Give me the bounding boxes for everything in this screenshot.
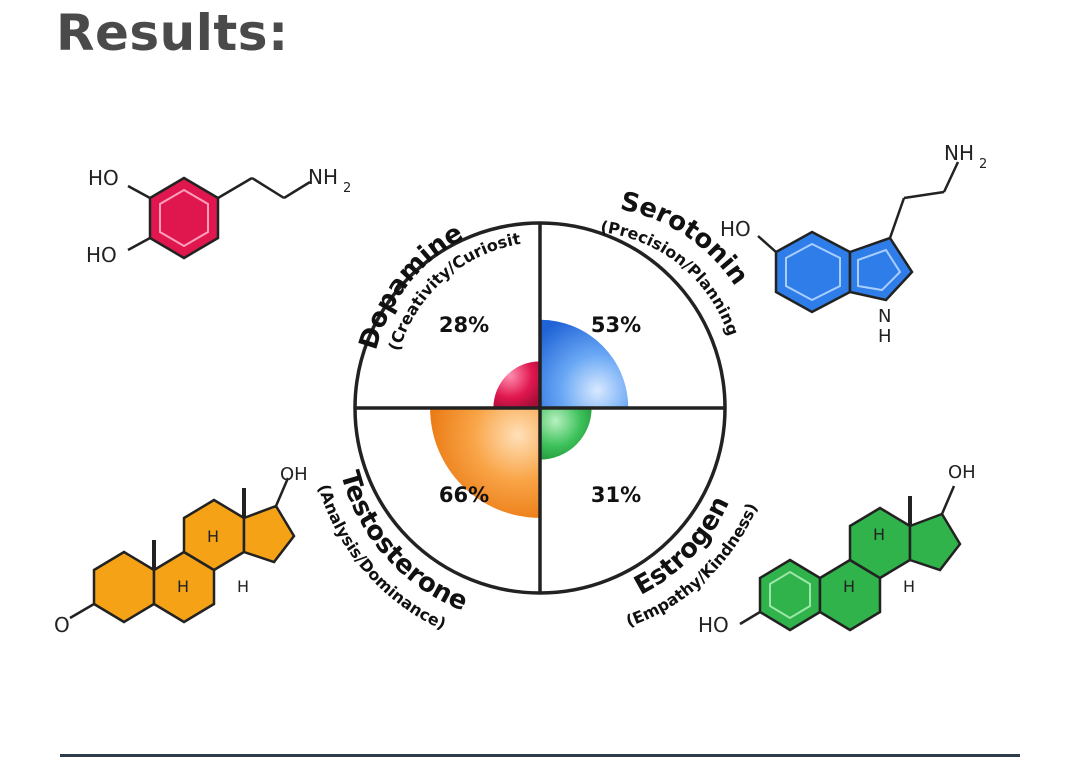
- dopamine-percent: 28%: [439, 313, 489, 337]
- quadrant-wedges: [430, 319, 629, 518]
- page-title: Results:: [56, 4, 289, 62]
- svg-text:H: H: [903, 577, 915, 596]
- dopamine-molecule-icon: HO HO NH 2: [86, 165, 351, 267]
- svg-text:HO: HO: [720, 217, 751, 241]
- svg-text:OH: OH: [948, 462, 976, 483]
- testosterone-percent: 66%: [439, 483, 489, 507]
- svg-text:OH: OH: [280, 464, 308, 485]
- svg-text:H: H: [878, 326, 892, 347]
- svg-text:2: 2: [979, 157, 987, 172]
- svg-text:N: N: [878, 306, 891, 327]
- estrogen-traits: (Empathy/Kindness): [623, 500, 761, 630]
- svg-text:NH: NH: [308, 165, 338, 189]
- estrogen-molecule-icon: HO OH H H H: [698, 462, 976, 637]
- svg-text:NH: NH: [944, 141, 974, 165]
- dopamine-traits: (Creativity/Curiosity): [0, 0, 522, 353]
- svg-text:HO: HO: [86, 243, 117, 267]
- svg-text:O: O: [54, 613, 70, 637]
- testosterone-molecule-icon: O OH H H H: [54, 464, 308, 637]
- estrogen-percent: 31%: [591, 483, 641, 507]
- bottom-divider: [60, 754, 1020, 757]
- svg-text:H: H: [207, 527, 219, 546]
- svg-text:H: H: [237, 577, 249, 596]
- testosterone-wedge: [430, 408, 540, 518]
- svg-text:H: H: [873, 525, 885, 544]
- serotonin-percent: 53%: [591, 313, 641, 337]
- serotonin-wedge: [540, 319, 629, 408]
- svg-text:HO: HO: [698, 613, 729, 637]
- serotonin-molecule-icon: HO NH 2 N H: [720, 141, 987, 347]
- svg-text:H: H: [843, 577, 855, 596]
- dopamine-wedge: [493, 361, 540, 408]
- svg-text:HO: HO: [88, 166, 119, 190]
- svg-text:2: 2: [343, 181, 351, 196]
- svg-text:H: H: [177, 577, 189, 596]
- estrogen-wedge: [540, 408, 592, 460]
